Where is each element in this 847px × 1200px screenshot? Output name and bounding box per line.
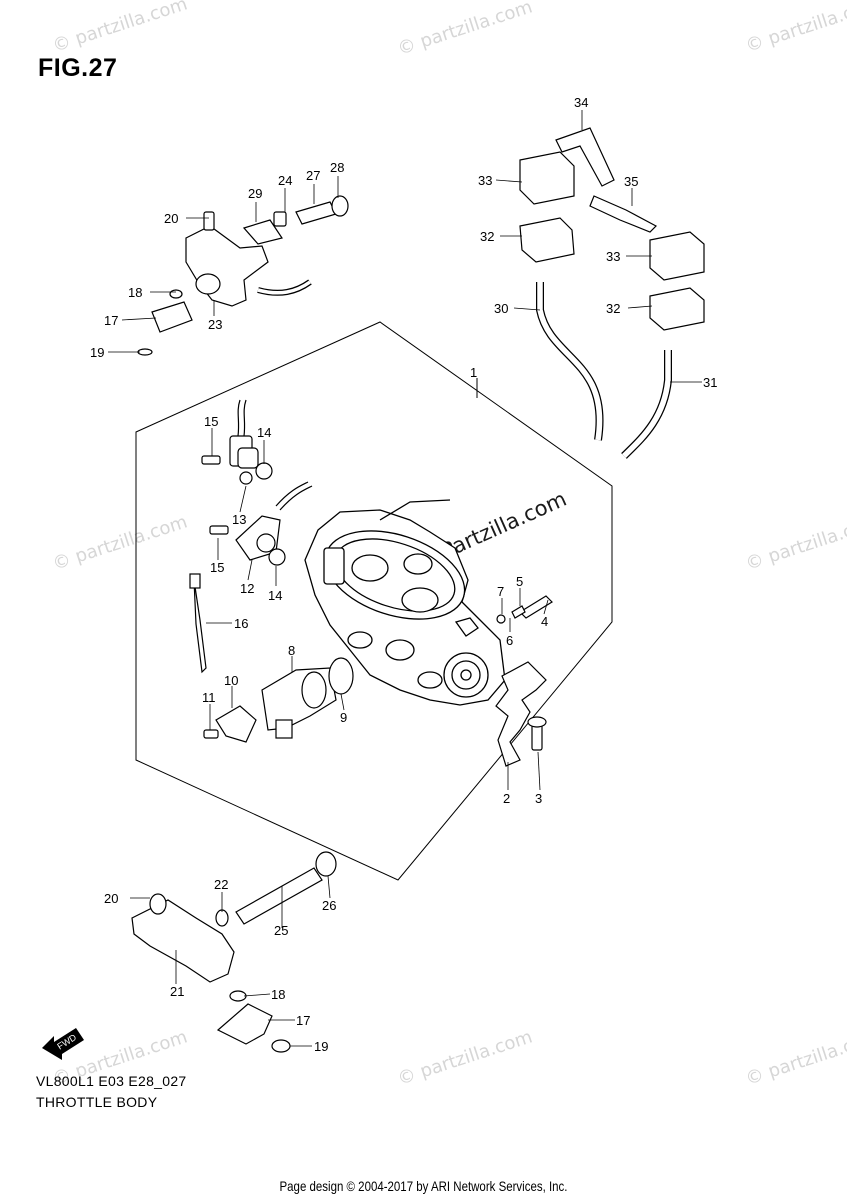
figure-title: FIG.27 bbox=[38, 54, 118, 82]
callout-25: 25 bbox=[274, 923, 288, 938]
callout-3: 3 bbox=[535, 791, 542, 806]
watermark: © partzilla.com bbox=[743, 1026, 847, 1089]
callout-23: 23 bbox=[208, 317, 222, 332]
throttle-body bbox=[304, 499, 506, 706]
callout-21: 21 bbox=[170, 984, 184, 999]
callout-19-a: 19 bbox=[90, 345, 104, 360]
sensor-12 bbox=[209, 481, 313, 566]
callout-numbers: 1 2 3 4 5 6 7 8 9 10 11 12 13 14 14 15 1… bbox=[90, 95, 717, 1054]
callout-8: 8 bbox=[288, 643, 295, 658]
callout-35: 35 bbox=[624, 174, 638, 189]
callout-15-a: 15 bbox=[204, 414, 218, 429]
rear-injector-group bbox=[131, 851, 337, 1053]
callout-22: 22 bbox=[214, 877, 228, 892]
callout-6: 6 bbox=[506, 633, 513, 648]
callout-11: 11 bbox=[202, 690, 216, 705]
callout-31: 31 bbox=[703, 375, 717, 390]
callout-20-a: 20 bbox=[164, 211, 178, 226]
assembly-name: THROTTLE BODY bbox=[36, 1094, 158, 1110]
watermark: © partzilla.com bbox=[395, 0, 535, 60]
callout-24: 24 bbox=[278, 173, 292, 188]
callout-1: 1 bbox=[470, 365, 477, 380]
watermark: © partzilla.com bbox=[743, 511, 847, 574]
callout-30: 30 bbox=[494, 301, 508, 316]
callout-14-a: 14 bbox=[257, 425, 271, 440]
callout-18-a: 18 bbox=[128, 285, 142, 300]
isc-valve bbox=[203, 657, 354, 743]
tie-wrap bbox=[189, 573, 207, 674]
forward-direction-icon: FWD bbox=[40, 1026, 86, 1065]
callout-17-b: 17 bbox=[296, 1013, 310, 1028]
callout-15-b: 15 bbox=[210, 560, 224, 575]
callout-2: 2 bbox=[503, 791, 510, 806]
model-code: VL800L1 E03 E28_027 bbox=[36, 1073, 187, 1089]
callout-7: 7 bbox=[497, 584, 504, 599]
watermark: © partzilla.com bbox=[395, 1026, 535, 1089]
callout-27: 27 bbox=[306, 168, 320, 183]
copyright-notice: Page design © 2004-2017 by ARI Network S… bbox=[279, 1178, 568, 1194]
front-injector-group bbox=[137, 195, 349, 356]
callout-4: 4 bbox=[541, 614, 548, 629]
callout-33-b: 33 bbox=[606, 249, 620, 264]
throttle-cable-bracket bbox=[495, 661, 547, 767]
callout-10: 10 bbox=[224, 673, 238, 688]
callout-16: 16 bbox=[234, 616, 248, 631]
assembly-frame bbox=[135, 321, 613, 881]
callout-9: 9 bbox=[340, 710, 347, 725]
callout-19-b: 19 bbox=[314, 1039, 328, 1054]
watermark: © partzilla.com bbox=[50, 0, 190, 57]
callout-32-b: 32 bbox=[606, 301, 620, 316]
vacuum-hoses bbox=[536, 282, 672, 459]
callout-33-a: 33 bbox=[478, 173, 492, 188]
leader-lines bbox=[108, 110, 702, 1047]
callout-26: 26 bbox=[322, 898, 336, 913]
watermark: © partzilla.com bbox=[50, 511, 190, 574]
callout-12: 12 bbox=[240, 581, 254, 596]
callout-32-a: 32 bbox=[480, 229, 494, 244]
throttle-position-sensor bbox=[201, 399, 273, 485]
callout-17-a: 17 bbox=[104, 313, 118, 328]
callout-29: 29 bbox=[248, 186, 262, 201]
callout-18-b: 18 bbox=[271, 987, 285, 1002]
callout-20-b: 20 bbox=[104, 891, 118, 906]
callout-14-b: 14 bbox=[268, 588, 282, 603]
callout-28: 28 bbox=[330, 160, 344, 175]
callout-34: 34 bbox=[574, 95, 588, 110]
pressure-sensors bbox=[519, 127, 705, 331]
callout-5: 5 bbox=[516, 574, 523, 589]
adjuster-screw bbox=[496, 595, 553, 624]
callout-13: 13 bbox=[232, 512, 246, 527]
watermark: © partzilla.com bbox=[743, 0, 847, 57]
